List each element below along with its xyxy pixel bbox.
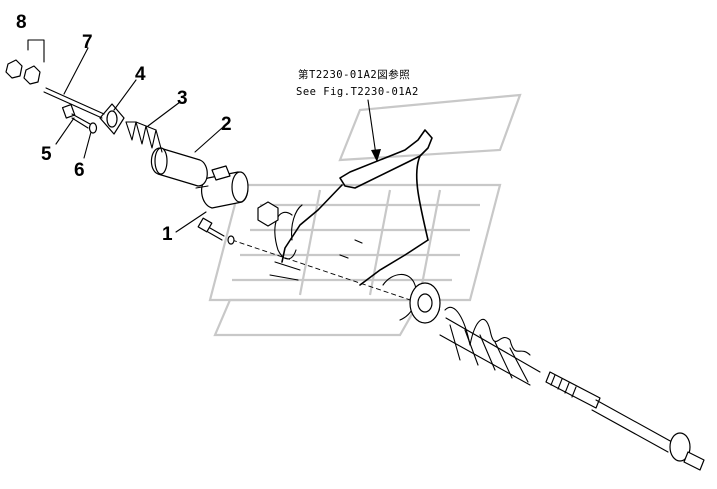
part-6-washer (88, 122, 98, 134)
fig-reference-jp: 第T2230-01A2図参照 (298, 68, 410, 81)
part-7-stud (43, 87, 105, 119)
reference-leader (367, 99, 377, 156)
spring-rod (545, 371, 705, 471)
leader-1 (175, 211, 207, 233)
part-number-7: 7 (82, 32, 93, 53)
bearing-ring (409, 282, 441, 324)
leader-5 (55, 117, 75, 145)
reference-arrowhead (371, 149, 381, 162)
part-5-bolt (61, 103, 91, 129)
leader-2 (194, 127, 223, 153)
part-number-3: 3 (177, 88, 188, 109)
part-number-1: 1 (162, 224, 173, 245)
part-number-2: 2 (221, 114, 232, 135)
part-2-sleeve (150, 147, 208, 187)
assembly-axis (231, 239, 441, 311)
leader-8-bracket (27, 39, 45, 63)
part-number-6: 6 (74, 160, 85, 181)
watermark-logo (208, 93, 522, 337)
lever-bolt (197, 217, 235, 245)
part-3-spring (125, 121, 163, 153)
part-number-5: 5 (41, 144, 52, 165)
fig-reference-en: See Fig.T2230-01A2 (296, 86, 419, 98)
part-number-4: 4 (135, 64, 146, 85)
part-4-flange-bushing (99, 103, 125, 135)
leader-6 (83, 131, 92, 159)
leader-4 (113, 79, 137, 111)
large-spring (439, 307, 541, 386)
leader-3 (147, 101, 181, 127)
leader-7 (63, 47, 89, 95)
part-number-8: 8 (16, 12, 27, 33)
part-8-nuts (5, 59, 41, 85)
lever-assembly (269, 129, 433, 321)
part-1-shaft-holder (195, 165, 249, 209)
lever-nut (257, 201, 279, 227)
